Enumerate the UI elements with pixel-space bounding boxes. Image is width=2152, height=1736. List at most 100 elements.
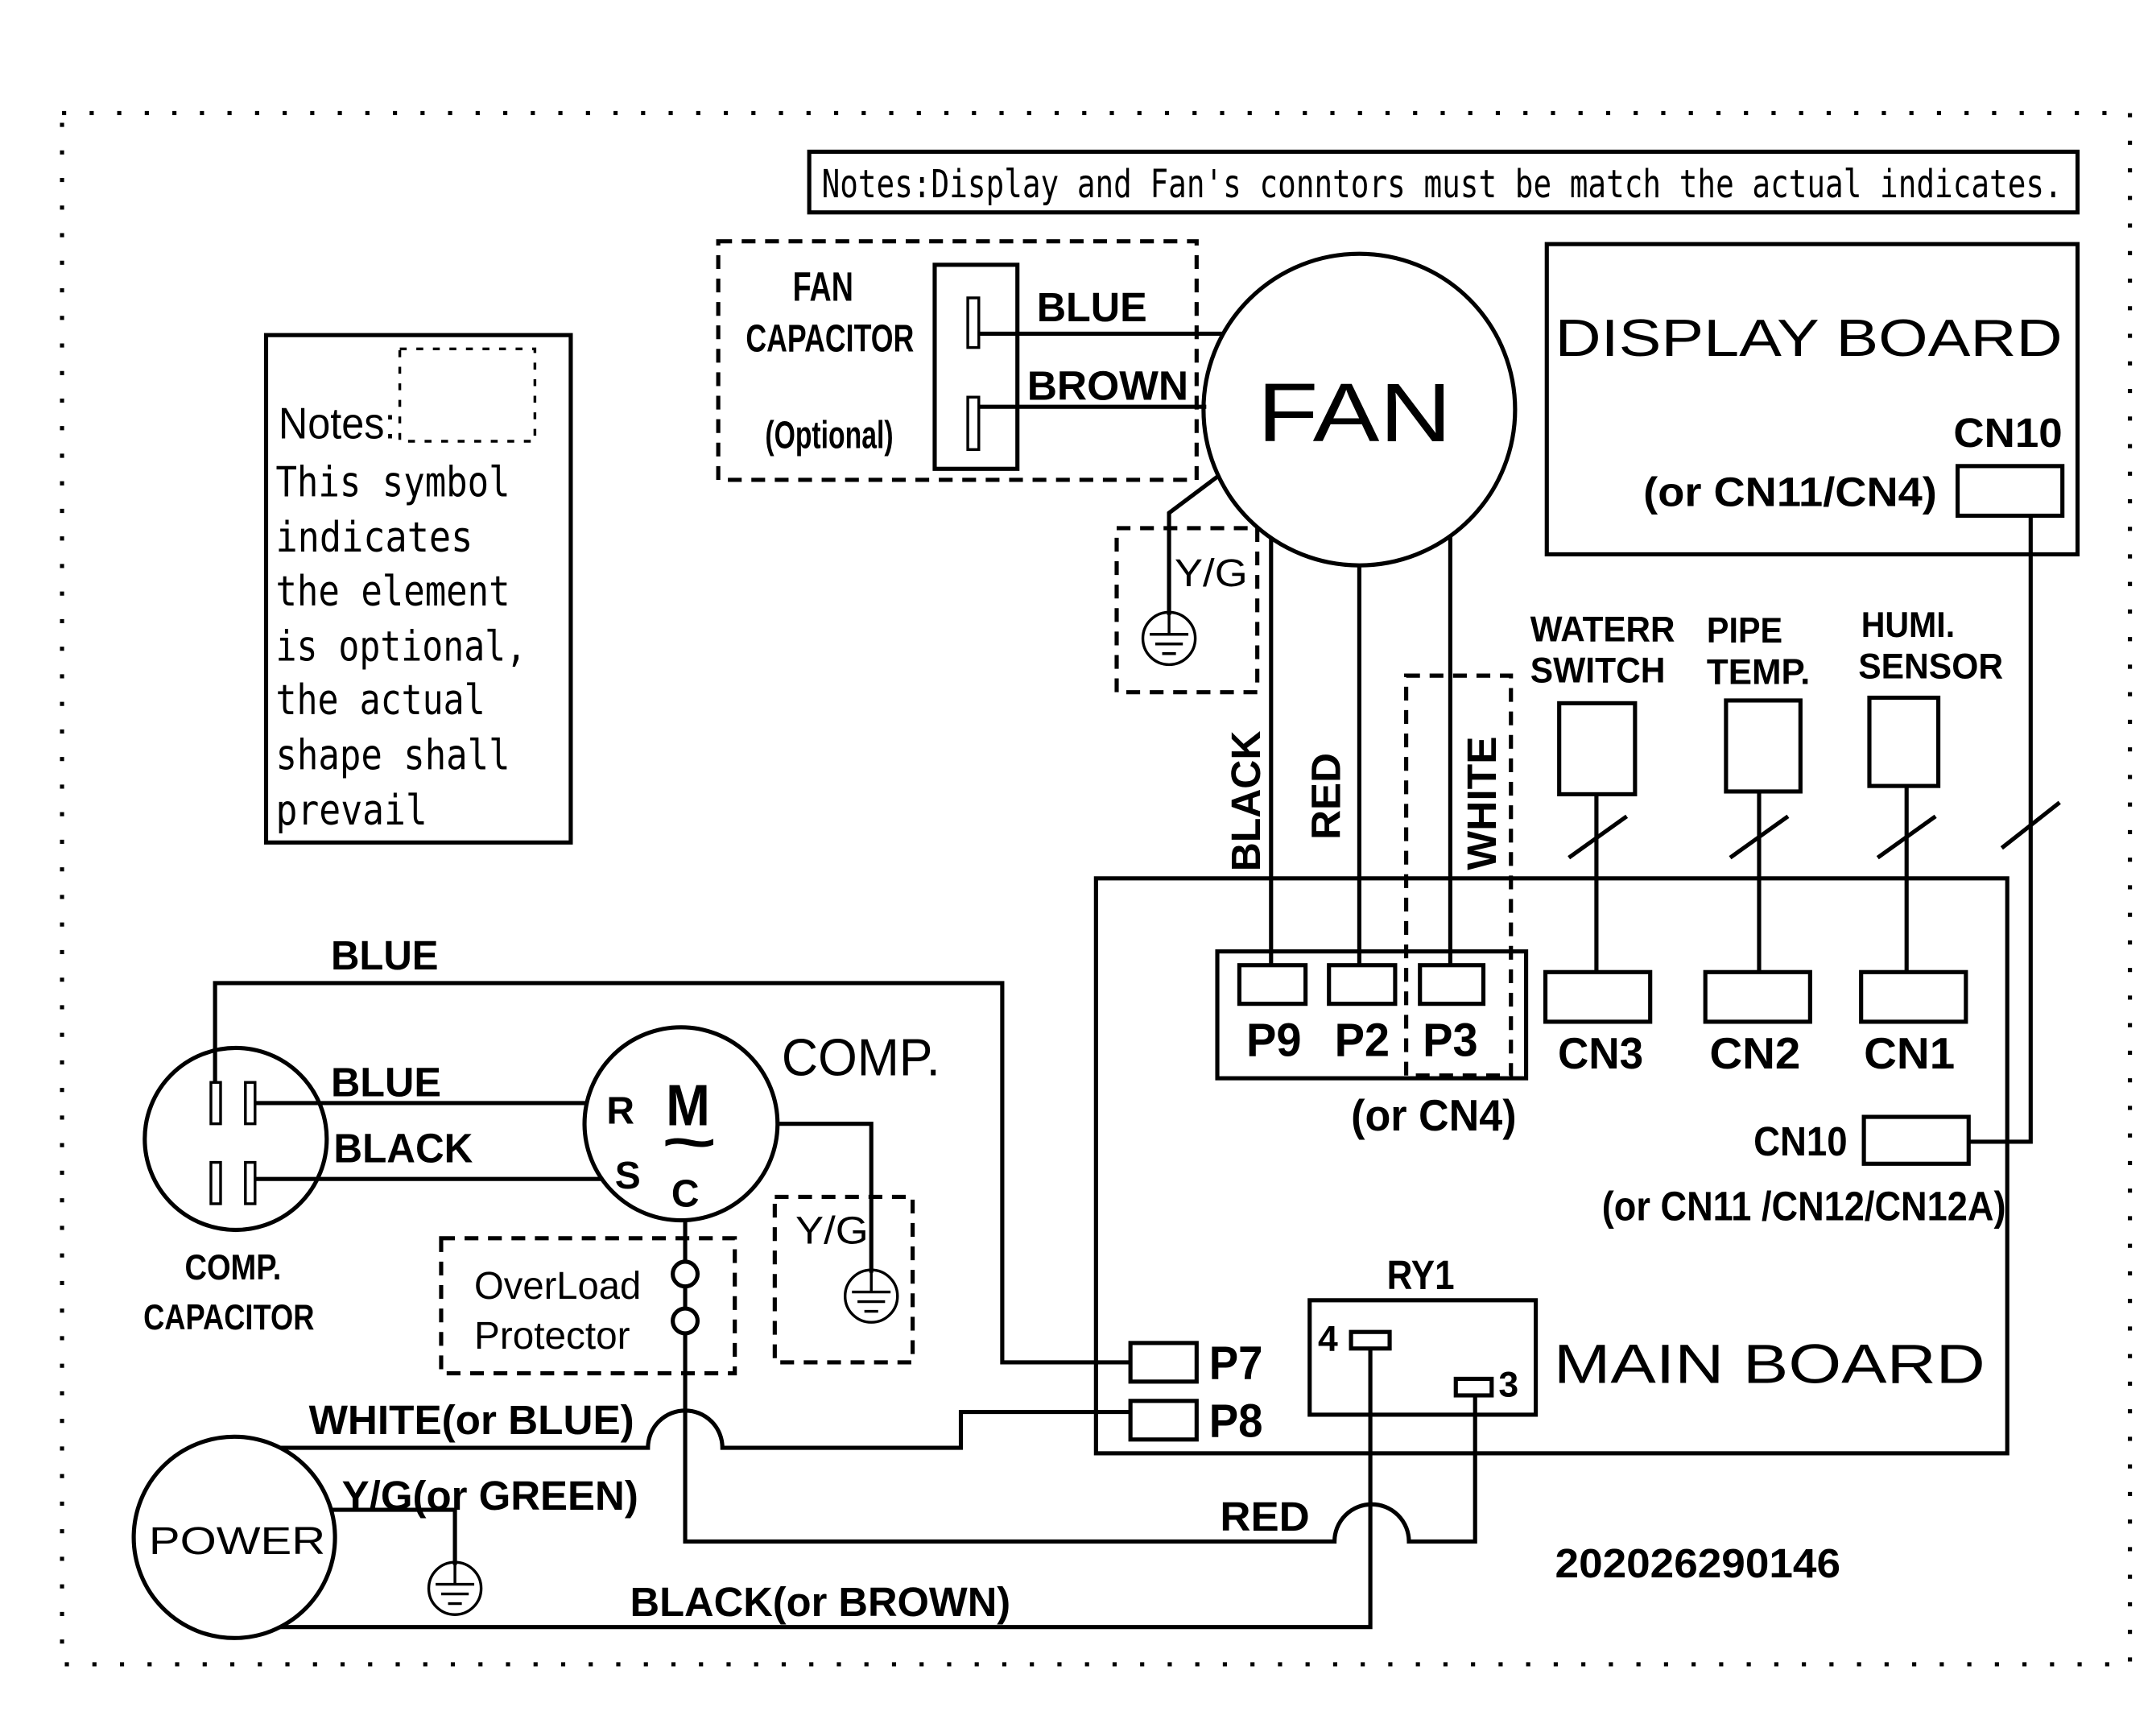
relay-label: RY1 xyxy=(1387,1251,1455,1298)
fan-capacitor-subtitle: CAPACITOR xyxy=(746,318,914,361)
power-wire-black-label: BLACK(or BROWN) xyxy=(630,1578,1011,1625)
top-notes-text: Notes:Display and Fan's conntors must be… xyxy=(822,163,2063,207)
main-cn10-connector xyxy=(1861,1114,1971,1166)
fan-wire-ground xyxy=(1167,473,1221,615)
water-switch-label-line1: WATERR xyxy=(1530,610,1675,649)
relay-pin3-label: 3 xyxy=(1498,1366,1518,1405)
comp-ground-icon xyxy=(843,1268,899,1324)
display-cn10-alt-label: (or CN11/CN4) xyxy=(1643,469,1937,515)
left-notes-line: is optional, xyxy=(275,622,527,671)
power-wire-white-label: WHITE(or BLUE) xyxy=(309,1396,634,1443)
comp-ground-label: Y/G xyxy=(795,1210,869,1253)
p7-connector xyxy=(1128,1341,1199,1384)
p2-label: P2 xyxy=(1335,1015,1390,1067)
cn1-label: CN1 xyxy=(1864,1028,1955,1078)
cn2-label: CN2 xyxy=(1709,1028,1800,1078)
fan-wire-blue-label: BLUE xyxy=(1037,283,1147,330)
top-notes-box xyxy=(807,149,2080,215)
comp-capacitor-label-line1: COMP. xyxy=(184,1248,281,1288)
left-notes: Notes: This symbol indicates the element… xyxy=(263,333,573,845)
power-wire-black xyxy=(279,1348,1373,1630)
main-cn10-label: CN10 xyxy=(1753,1118,1847,1164)
left-notes-line: the element xyxy=(275,568,510,616)
power-ground-icon xyxy=(427,1560,483,1616)
left-notes-box xyxy=(263,333,573,845)
fan-wire-brown-label: BROWN xyxy=(1027,362,1188,409)
left-notes-title: Notes: xyxy=(279,399,396,448)
comp-wire-black-label: BLACK xyxy=(333,1125,473,1172)
p8-label: P8 xyxy=(1209,1395,1263,1447)
left-notes-line: This symbol xyxy=(275,459,510,507)
power-wire-white xyxy=(279,1408,1131,1450)
humi-sensor-wire-bundle-mark xyxy=(1876,814,1937,860)
fan-ground-optional-box xyxy=(1114,526,1260,695)
pipe-temp-body xyxy=(1724,698,1803,794)
relay-pin3 xyxy=(1453,1376,1494,1398)
p8-connector xyxy=(1128,1399,1199,1442)
relay-pin4-label: 4 xyxy=(1318,1320,1338,1359)
compressor: R M ~ S C COMP. Y/G xyxy=(582,1025,940,1365)
comp-motor-symbol: M xyxy=(666,1073,710,1138)
fan-capacitor: FAN CAPACITOR (Optional) BLUE BROWN xyxy=(716,239,1223,482)
comp-ground-optional-box xyxy=(772,1194,915,1365)
fan-capacitor-terminal xyxy=(966,395,981,452)
main-board-label: MAIN BOARD xyxy=(1554,1333,1985,1395)
power-wire-ground-label: Y/G(or GREEN) xyxy=(342,1472,638,1519)
power-wire-red xyxy=(683,1333,1477,1544)
cn2-connector xyxy=(1703,969,1812,1024)
fan-label: FAN xyxy=(1258,366,1452,459)
comp-capacitor-terminal xyxy=(209,1160,222,1205)
p9-label: P9 xyxy=(1246,1015,1301,1067)
comp-capacitor-label-line2: CAPACITOR xyxy=(143,1298,314,1337)
fan-ground-label: Y/G xyxy=(1175,552,1248,595)
comp-capacitor-terminal xyxy=(244,1081,257,1126)
comp-terminal-s: S xyxy=(615,1155,641,1197)
cn1-connector xyxy=(1859,969,1968,1024)
fan-ground-icon xyxy=(1141,610,1197,667)
pipe-temp-wire-bundle-mark xyxy=(1729,814,1790,860)
compressor-label: COMP. xyxy=(782,1028,940,1087)
display-board-label: DISPLAY BOARD xyxy=(1555,308,2063,367)
display-board-box xyxy=(1544,242,2080,557)
fan-wire-white-label: WHITE xyxy=(1458,736,1505,870)
part-number: 202026290146 xyxy=(1555,1540,1840,1586)
main-board-box xyxy=(1093,876,2009,1456)
fan-capacitor-optional-box xyxy=(716,239,1199,482)
relay-ry1 xyxy=(1307,1298,1539,1417)
p3-connector xyxy=(1418,963,1486,1006)
left-notes-line: the actual xyxy=(275,676,485,725)
outer-dotted-border xyxy=(60,110,2133,1667)
overload-protector: OverLoad Protector xyxy=(439,1220,737,1376)
top-notes: Notes:Display and Fan's conntors must be… xyxy=(807,149,2080,215)
water-switch: WATERR SWITCH xyxy=(1530,610,1675,973)
p7-label: P7 xyxy=(1209,1337,1263,1389)
comp-terminal-r: R xyxy=(606,1090,634,1133)
optional-symbol-sample xyxy=(398,347,537,443)
power-wire-ground xyxy=(330,1507,457,1565)
comp-terminal-c: C xyxy=(671,1172,700,1215)
comp-capacitor-terminal xyxy=(244,1160,257,1205)
water-switch-label-line2: SWITCH xyxy=(1530,651,1666,691)
main-cn10-alt-label: (or CN11 /CN12/CN12A) xyxy=(1602,1183,2006,1230)
pipe-temp-label-line1: PIPE xyxy=(1707,611,1782,651)
fan-capacitor-terminal xyxy=(966,296,981,349)
overload-label-line1: OverLoad xyxy=(474,1265,641,1308)
fan-capacitor-body xyxy=(932,262,1020,471)
comp-wire-blue-label: BLUE xyxy=(331,1058,441,1105)
power-label: POWER xyxy=(149,1520,325,1563)
comp-ac-symbol: ~ xyxy=(662,1111,717,1173)
p3-label: P3 xyxy=(1423,1015,1477,1067)
p9-connector xyxy=(1237,963,1308,1006)
humi-sensor-body xyxy=(1867,695,1941,788)
overload-optional-box xyxy=(439,1236,737,1376)
comp-capacitor-circle xyxy=(143,1045,329,1233)
water-switch-wire-bundle-mark xyxy=(1568,814,1629,860)
humidity-sensor: HUMI. SENSOR xyxy=(1858,606,2003,973)
water-switch-body xyxy=(1557,701,1638,796)
humi-sensor-label-line1: HUMI. xyxy=(1861,606,1955,645)
fan-connector-group xyxy=(1215,949,1529,1081)
comp-wire-blue-top-label: BLUE xyxy=(331,932,439,978)
fan-capacitor-title: FAN xyxy=(793,262,853,309)
pipe-temp-sensor: PIPE TEMP. xyxy=(1707,611,1810,973)
